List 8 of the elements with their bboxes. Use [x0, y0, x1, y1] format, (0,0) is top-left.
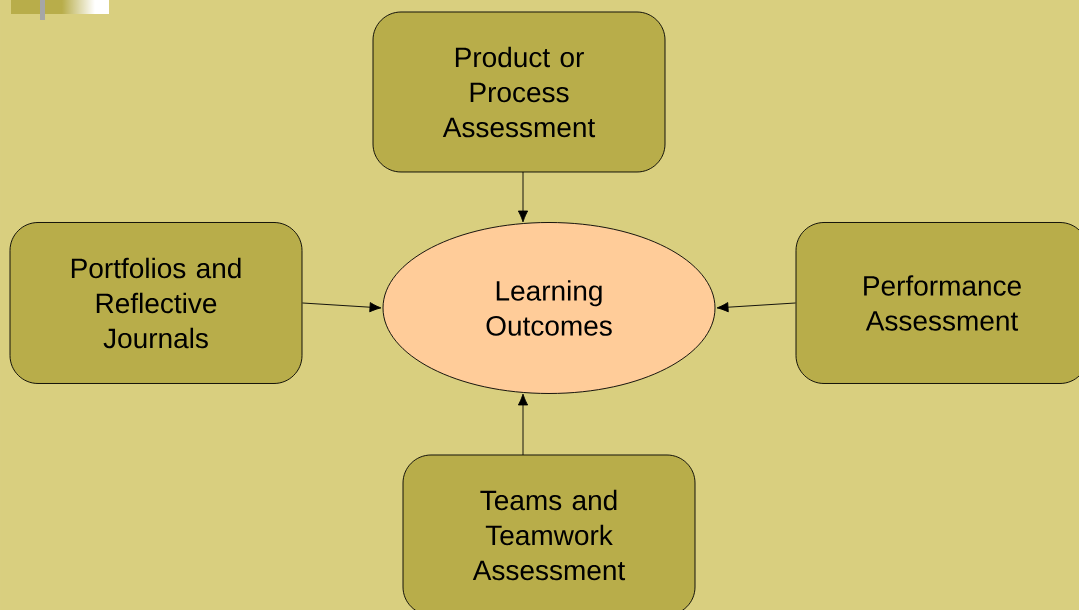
rounded-box: Performance Assessment [795, 222, 1079, 384]
rounded-box: Portfolios and Reflective Journals [9, 222, 303, 384]
arrow [517, 393, 529, 456]
arrow [716, 302, 796, 313]
arrow [517, 171, 529, 223]
arrow [302, 302, 382, 313]
rounded-box: Teams and Teamwork Assessment [402, 454, 696, 610]
rounded-box: Product or Process Assessment [372, 11, 666, 173]
